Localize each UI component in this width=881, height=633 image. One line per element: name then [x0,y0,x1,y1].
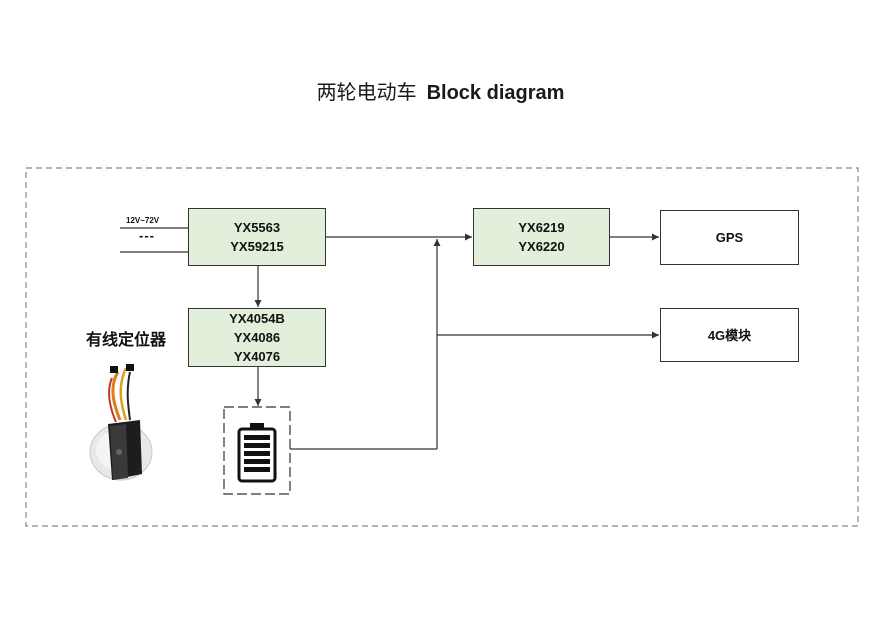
soc-chip-1: YX6219 [518,220,565,235]
diagram-title: 两轮电动车 Block diagram [0,76,881,105]
system-boundary-frame [25,167,859,527]
wired-tracker-label: 有线定位器 [86,332,167,349]
charger-chip-3: YX4076 [233,349,281,364]
dc-symbol-label: --- [139,228,155,243]
input-voltage-label: 12V~72V [126,216,160,225]
tracker-device-icon [89,364,153,481]
gps-block: GPS [660,210,799,265]
gps-label: GPS [715,230,744,245]
soc-block: YX6219 YX6220 [473,208,610,266]
4g-module-label: 4G模块 [707,327,752,343]
power-converter-block: YX5563 YX59215 [188,208,326,266]
power-chip-1: YX5563 [233,220,281,235]
soc-chip-2: YX6220 [518,239,565,254]
charger-chip-1: YX4054B [229,311,285,326]
title-chinese: 两轮电动车 [316,80,417,104]
title-english: Block diagram [426,82,565,104]
power-chip-2: YX59215 [230,239,284,254]
charger-block: YX4054B YX4086 YX4076 [188,308,326,367]
battery-block [223,406,291,495]
4g-module-block: 4G模块 [660,308,799,362]
charger-chip-2: YX4086 [233,330,281,345]
